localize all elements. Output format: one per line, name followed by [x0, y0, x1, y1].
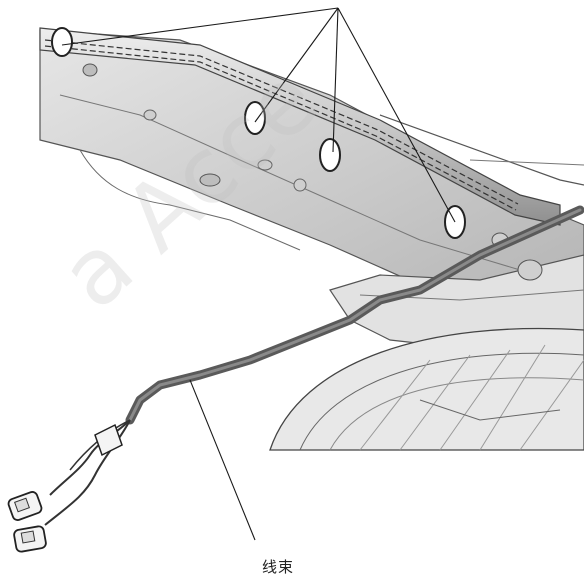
connector-2 [13, 525, 47, 553]
clip-leader-lines [61, 7, 456, 223]
fan-shroud [269, 327, 584, 451]
wiring-harness [44, 205, 584, 526]
connector-clip [94, 423, 123, 457]
clip-3 [319, 138, 341, 172]
harness-callout-label: 线束 [262, 558, 295, 576]
clip-2 [244, 101, 266, 135]
harness-callout-line [189, 379, 256, 541]
harness-clips [51, 27, 466, 239]
harness-connectors [7, 423, 123, 553]
connector-1 [7, 491, 43, 521]
body-panel [39, 29, 584, 306]
top-rail [39, 27, 584, 226]
clip-1 [51, 27, 73, 57]
